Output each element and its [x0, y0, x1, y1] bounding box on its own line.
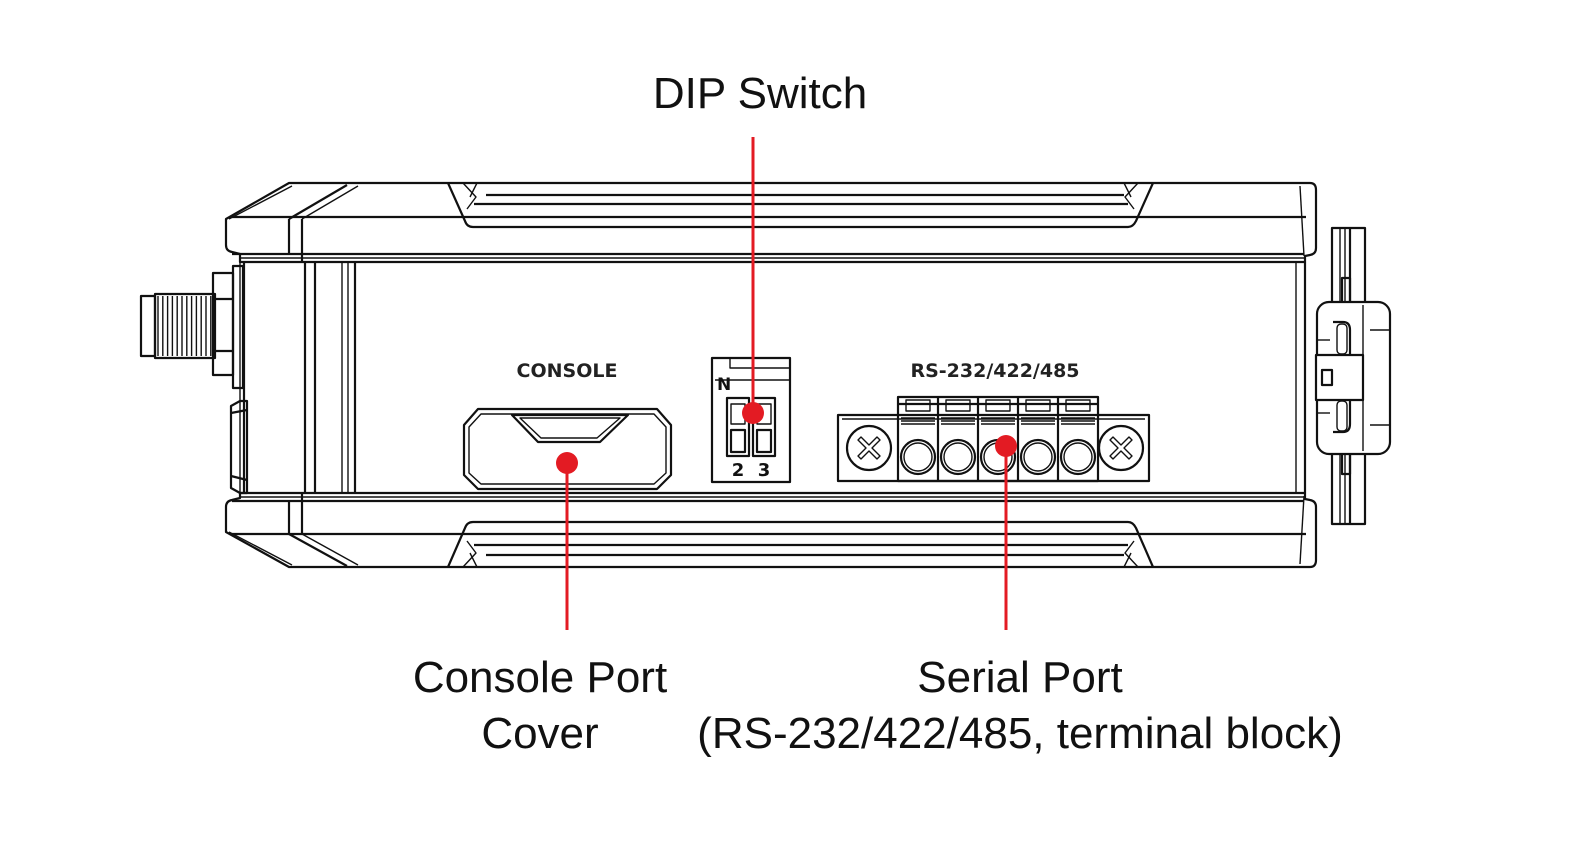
dip-on-marking: N — [717, 375, 731, 395]
serial-port-label-line2: (RS-232/422/485, terminal block) — [697, 709, 1343, 758]
terminal-release-tab — [945, 399, 971, 412]
terminal-wire-hole-inner — [1063, 442, 1093, 472]
serial-port-label-line1: Serial Port — [917, 653, 1123, 702]
din-rail-clip — [1314, 226, 1392, 526]
console-marker-dot — [556, 452, 578, 474]
console-port-label-line1: Console Port — [412, 653, 668, 702]
dip-switch-label: DIP Switch — [652, 69, 868, 118]
dip-number-2: 2 — [732, 460, 745, 481]
terminal-release-tab — [985, 399, 1011, 412]
serial-marking: RS-232/422/485 — [910, 360, 1079, 382]
terminal-wire-hole-inner — [903, 442, 933, 472]
callout-console-port-cover: Console Port Cover — [385, 650, 695, 762]
serial-marker-dot — [995, 435, 1017, 457]
bottom-housing — [224, 491, 1318, 569]
terminal-release-tab — [1025, 399, 1051, 412]
callout-serial-port: Serial Port (RS-232/422/485, terminal bl… — [660, 650, 1380, 762]
dip-switch-block: N 2 3 — [710, 356, 792, 484]
terminal-release-tab — [1065, 399, 1091, 412]
callout-markers — [556, 137, 1017, 630]
console-marking: CONSOLE — [517, 360, 618, 382]
console-port-label-line2: Cover — [481, 709, 599, 758]
terminal-release-tab — [905, 399, 931, 412]
terminal-wire-hole — [1059, 438, 1097, 476]
antenna-connector — [139, 264, 245, 390]
terminal-wire-hole — [899, 438, 937, 476]
dip-number-3: 3 — [758, 460, 771, 481]
callout-dip-switch: DIP Switch — [560, 66, 960, 122]
terminal-wire-hole-inner — [943, 442, 973, 472]
console-port-cover: CONSOLE — [462, 360, 673, 491]
serial-terminal-block: RS-232/422/485 — [836, 360, 1151, 483]
device-body — [239, 262, 1307, 493]
terminal-wire-hole-inner — [1023, 442, 1053, 472]
terminal-wire-hole — [939, 438, 977, 476]
top-housing — [224, 181, 1318, 264]
dip-switch-marker-dot — [742, 402, 764, 424]
terminal-wire-hole — [1019, 438, 1057, 476]
